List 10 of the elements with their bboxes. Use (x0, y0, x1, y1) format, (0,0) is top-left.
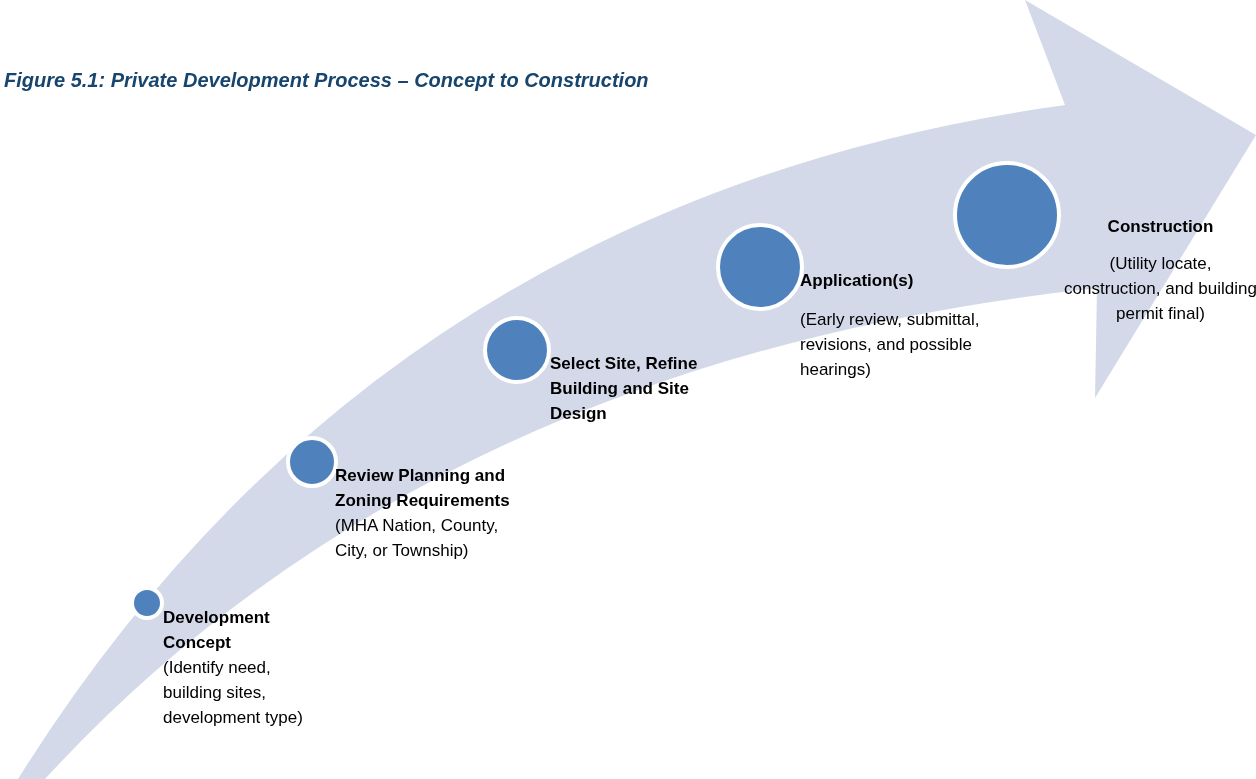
figure-title: Figure 5.1: Private Development Process – Concept to Construction (4, 69, 649, 92)
step-description: (MHA Nation, County, City, or Township) (335, 515, 500, 562)
step-title: Development Concept (163, 607, 271, 654)
step-title: Construction (1106, 216, 1215, 238)
step-description: (Early review, submittal, revisions, and possible hearings) (800, 309, 981, 381)
step-description: (Identify need, building sites, development type) (163, 657, 304, 729)
step-description: (Utility locate, construction, and building permit final) (1063, 253, 1256, 325)
step-title: Review Planning and Zoning Requirements (335, 465, 510, 512)
step-title: Application(s) (800, 270, 915, 292)
step-title: Select Site, Refine Building and Site Design (550, 353, 699, 425)
